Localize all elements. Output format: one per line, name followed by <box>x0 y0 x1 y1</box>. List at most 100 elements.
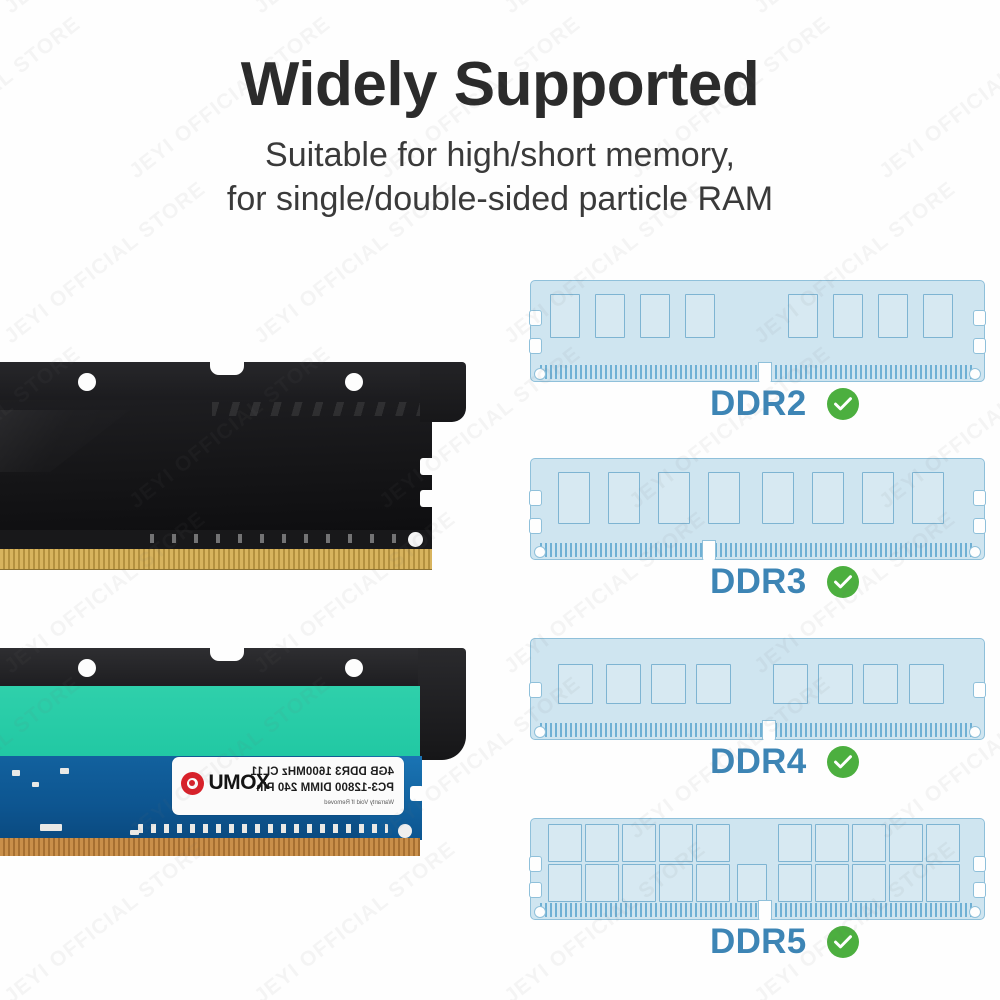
memory-chip <box>685 294 715 338</box>
caption-ddr5: DDR5 <box>710 922 859 962</box>
memory-chip <box>640 294 670 338</box>
pcb-corner-hole <box>398 824 412 838</box>
memory-chip <box>595 294 625 338</box>
memory-chip <box>659 824 693 862</box>
memory-chip <box>558 472 590 524</box>
page-subtitle: Suitable for high/short memory, for sing… <box>0 117 1000 221</box>
gold-contact-pins <box>0 549 432 570</box>
corner-hole <box>969 906 981 918</box>
memory-chip <box>909 664 944 704</box>
memory-chip <box>608 472 640 524</box>
memory-chip <box>833 294 863 338</box>
memory-chip <box>852 824 886 862</box>
memory-chip <box>878 294 908 338</box>
memory-chip <box>696 824 730 862</box>
memory-chip <box>926 864 960 902</box>
heatsink-shoulder <box>420 362 466 422</box>
compatibility-diagram-column: DDR2 <box>500 0 1000 1000</box>
side-notch <box>529 882 542 898</box>
corner-hole <box>534 368 546 380</box>
compat-row-ddr4: DDR4 <box>529 638 986 781</box>
memory-chip <box>622 824 656 862</box>
gold-finger-pins <box>540 543 975 557</box>
green-spreader-ram-module <box>0 648 480 878</box>
memory-chip <box>852 864 886 902</box>
pcb-pad <box>60 768 69 774</box>
memory-chip <box>696 864 730 902</box>
key-notch <box>702 540 716 560</box>
side-notch <box>973 310 986 326</box>
side-notch <box>529 682 542 698</box>
check-circle-icon <box>826 926 859 958</box>
gold-contact-pins <box>0 838 420 856</box>
ddr-label: DDR4 <box>710 742 807 781</box>
memory-chip <box>762 472 794 524</box>
memory-chip <box>651 664 686 704</box>
corner-hole <box>969 726 981 738</box>
corner-hole <box>969 368 981 380</box>
ddr-label: DDR5 <box>710 922 807 961</box>
pcb-side-notch <box>420 458 436 475</box>
pcb-pad <box>32 782 39 787</box>
key-notch <box>758 362 772 382</box>
memory-chip <box>658 472 690 524</box>
side-notch <box>529 338 542 354</box>
caption-ddr2: DDR2 <box>710 384 859 424</box>
heatsink-top-fin <box>0 648 465 688</box>
memory-chip <box>889 824 923 862</box>
compat-row-ddr2: DDR2 <box>529 280 986 423</box>
memory-chip <box>818 664 853 704</box>
caption-ddr4: DDR4 <box>710 742 859 782</box>
memory-chip <box>778 864 812 902</box>
memory-chip <box>659 864 693 902</box>
pcb-side-notch <box>410 786 424 801</box>
pcb-solder-pads <box>150 534 418 543</box>
ram-diagram-ddr3 <box>529 458 986 560</box>
heatsink-shoulder <box>418 648 466 760</box>
memory-chip <box>585 824 619 862</box>
memory-chip <box>912 472 944 524</box>
heat-spreader-green <box>0 686 420 758</box>
key-notch <box>758 900 772 920</box>
subtitle-line-1: Suitable for high/short memory, <box>265 136 735 175</box>
label-brand: XOMU <box>181 771 270 795</box>
pcb-pad <box>12 770 20 776</box>
pcb-side-notch <box>420 490 436 507</box>
heatsink-top-fin <box>0 362 465 402</box>
mounting-hole <box>78 373 96 391</box>
memory-chip <box>926 824 960 862</box>
side-notch <box>973 856 986 872</box>
memory-chip <box>815 824 849 862</box>
memory-chip <box>923 294 953 338</box>
pcb-pad-row <box>138 824 388 833</box>
corner-hole <box>534 906 546 918</box>
corner-hole <box>534 546 546 558</box>
ram-diagram-ddr5 <box>529 818 986 920</box>
corner-hole <box>969 546 981 558</box>
mounting-hole <box>345 659 363 677</box>
target-bullseye-icon <box>181 771 204 795</box>
chip-row <box>530 664 985 716</box>
chip-row-bottom <box>530 864 985 902</box>
side-notch <box>973 490 986 506</box>
caption-ddr3: DDR3 <box>710 562 859 602</box>
pcb-pad <box>130 830 139 835</box>
memory-chip <box>889 864 923 902</box>
side-notch <box>973 682 986 698</box>
memory-chip <box>863 664 898 704</box>
page-title: Widely Supported <box>240 50 760 119</box>
brand-name: XOMU <box>209 771 270 794</box>
side-notch <box>973 518 986 534</box>
mounting-hole <box>78 659 96 677</box>
side-notch <box>529 518 542 534</box>
memory-chip <box>550 294 580 338</box>
side-notch <box>973 338 986 354</box>
compat-row-ddr3: DDR3 <box>529 458 986 601</box>
gold-finger-pins <box>540 365 975 379</box>
corner-hole <box>534 726 546 738</box>
ram-diagram-ddr4 <box>529 638 986 740</box>
label-warranty-text: Warranty Void If Removed <box>324 799 394 806</box>
memory-chip <box>812 472 844 524</box>
memory-chip <box>773 664 808 704</box>
chip-row <box>530 294 985 346</box>
